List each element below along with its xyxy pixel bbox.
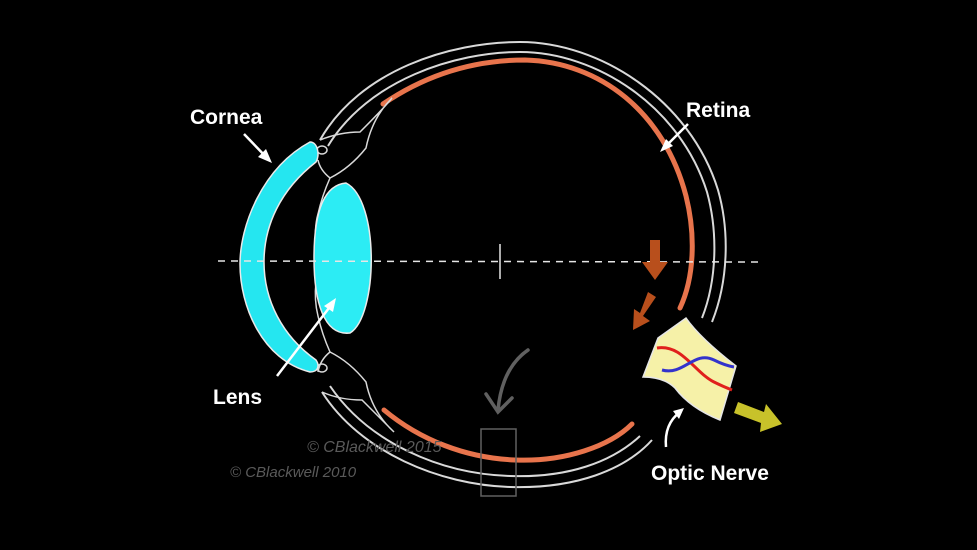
focus-pointer-arrow-icon	[484, 348, 530, 415]
retina	[380, 57, 695, 463]
label-lens: Lens	[213, 386, 262, 409]
signal-output-arrow-icon	[734, 402, 782, 432]
sclera-inner	[327, 50, 716, 319]
copyright-2015: © CBlackwell 2015	[307, 439, 442, 456]
cornea	[239, 141, 319, 373]
blood-vessel-red	[656, 346, 733, 392]
label-retina: Retina	[686, 99, 751, 122]
copyright-2010: © CBlackwell 2010	[230, 464, 357, 481]
label-cornea: Cornea	[190, 106, 263, 129]
label-pointer-heads	[258, 139, 684, 419]
lens	[313, 182, 372, 334]
lens-pointer	[276, 303, 333, 377]
light-direction-arrow-icon	[633, 240, 668, 330]
blood-vessel-blue	[661, 356, 735, 373]
sclera-bottom-inner	[329, 385, 641, 478]
sclera	[319, 40, 727, 489]
optic-nerve	[641, 316, 737, 422]
label-optic-nerve: Optic Nerve	[651, 462, 769, 485]
sclera-outer	[319, 40, 727, 323]
focus-box	[480, 428, 517, 497]
sclera-bottom-outer	[321, 391, 653, 489]
